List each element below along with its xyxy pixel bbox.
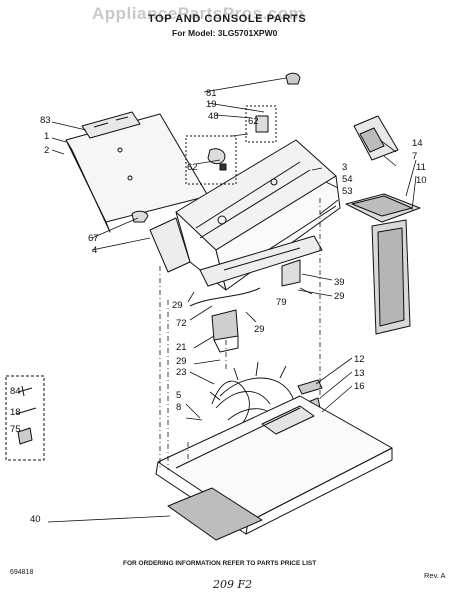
rear-panel xyxy=(65,111,209,233)
callout: 48 xyxy=(208,111,219,122)
callout: 2 xyxy=(44,145,49,156)
callout: 75 xyxy=(10,424,21,435)
callout: 18 xyxy=(10,407,21,418)
callout: 79 xyxy=(276,297,287,308)
callout: 83 xyxy=(40,115,51,126)
callout: 13 xyxy=(354,368,365,379)
callout: 84 xyxy=(10,386,21,397)
callout: 29 xyxy=(176,356,187,367)
switch-box xyxy=(245,105,277,143)
callout: 19 xyxy=(206,99,217,110)
callout: 29 xyxy=(172,300,183,311)
callout: 40 xyxy=(30,514,41,525)
callout: 29 xyxy=(334,291,345,302)
callout: 7 xyxy=(412,151,417,162)
callout: 14 xyxy=(412,138,423,149)
callout: 72 xyxy=(176,318,187,329)
console-end-cap xyxy=(131,210,191,273)
callout: 67 xyxy=(88,233,99,244)
callout: 8 xyxy=(176,402,181,413)
callout: 3 xyxy=(342,162,347,173)
diagram-title: TOP AND CONSOLE PARTS xyxy=(148,13,307,25)
callout: 11 xyxy=(416,162,426,173)
callout: 4 xyxy=(92,245,97,256)
console-rail xyxy=(189,235,323,307)
model-line: For Model: 3LG5701XPW0 xyxy=(172,28,278,38)
callout: 29 xyxy=(254,324,265,335)
callout: 62 xyxy=(187,162,198,173)
document-code: 694818 xyxy=(10,569,34,576)
lint-screen xyxy=(345,193,421,335)
right-end-cap xyxy=(353,115,399,161)
callout: 5 xyxy=(176,390,181,401)
inset-box xyxy=(5,375,45,461)
callout: 54 xyxy=(342,174,353,185)
timer-box xyxy=(185,135,237,185)
callout: 1 xyxy=(44,131,49,142)
handwritten-note: 209 F2 xyxy=(213,578,253,591)
watermark: AppliancePartsPros.com xyxy=(92,4,305,23)
callout: 53 xyxy=(342,186,353,197)
guide-lines xyxy=(159,198,321,470)
ordering-note: FOR ORDERING INFORMATION REFER TO PARTS … xyxy=(123,560,317,567)
callout: 21 xyxy=(176,342,187,353)
top-gasket xyxy=(167,487,263,541)
leader-lines xyxy=(47,77,417,523)
callout: 12 xyxy=(354,354,365,365)
revision-label: Rev. A xyxy=(424,571,446,580)
drive-part xyxy=(211,309,239,353)
callout: 16 xyxy=(354,381,365,392)
callout-numbers: 81 19 48 83 1 2 62 62 3 54 53 67 4 14 7 … xyxy=(10,88,427,525)
callout: 62 xyxy=(248,116,259,127)
callout: 23 xyxy=(176,367,187,378)
callout: 10 xyxy=(416,175,427,186)
callout: 81 xyxy=(206,88,217,99)
callout: 39 xyxy=(334,277,345,288)
